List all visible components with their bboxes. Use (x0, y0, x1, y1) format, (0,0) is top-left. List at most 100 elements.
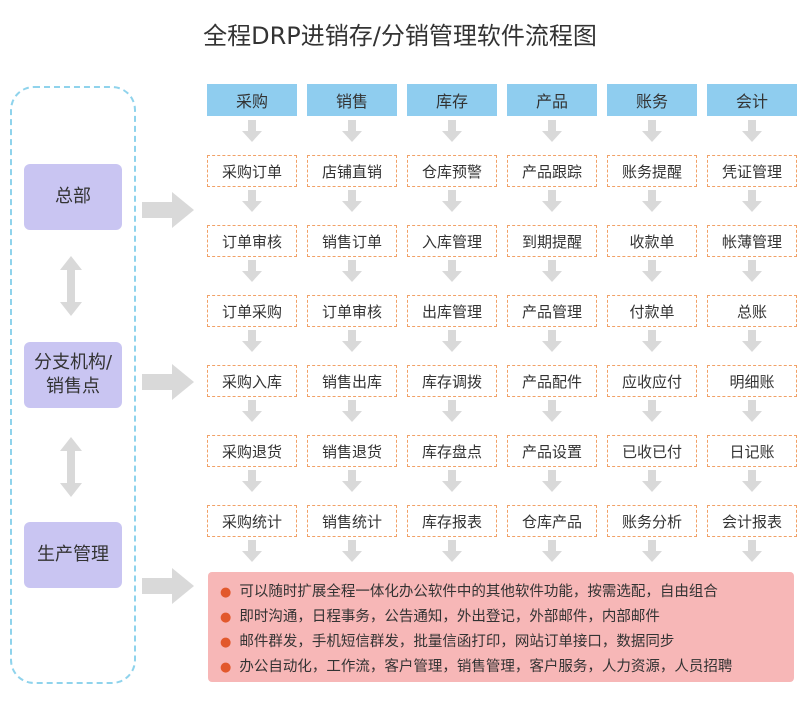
down-arrow-icon (242, 260, 262, 282)
column-header-inventory: 库存 (407, 84, 497, 116)
note-item: ● 邮件群发，手机短信群发，批量信函打印，网站订单接口，数据同步 (220, 630, 794, 655)
flow-step: 产品管理 (507, 295, 597, 327)
bullet-icon: ● (220, 635, 232, 650)
down-arrow-icon (242, 400, 262, 422)
down-arrow-icon (542, 540, 562, 562)
down-arrow-icon (642, 400, 662, 422)
flow-step: 帐薄管理 (707, 225, 797, 257)
down-arrow-icon (542, 190, 562, 212)
page-title: 全程DRP进销存/分销管理软件流程图 (203, 22, 597, 50)
column-header-product: 产品 (507, 84, 597, 116)
down-arrow-icon (542, 330, 562, 352)
down-arrow-icon (742, 260, 762, 282)
flow-step: 采购退货 (207, 435, 297, 467)
right-arrow-icon (142, 192, 194, 228)
bullet-icon: ● (220, 660, 232, 675)
flow-step: 账务分析 (607, 505, 697, 537)
double-arrow-icon (60, 437, 82, 497)
flow-step: 店铺直销 (307, 155, 397, 187)
flow-step: 库存调拨 (407, 365, 497, 397)
down-arrow-icon (742, 540, 762, 562)
flow-step: 订单审核 (207, 225, 297, 257)
down-arrow-icon (442, 400, 462, 422)
down-arrow-icon (242, 330, 262, 352)
double-arrow-icon (60, 256, 82, 316)
column-header-finance: 账务 (607, 84, 697, 116)
down-arrow-icon (342, 470, 362, 492)
down-arrow-icon (642, 540, 662, 562)
down-arrow-icon (442, 190, 462, 212)
down-arrow-icon (742, 330, 762, 352)
column-header-sales: 销售 (307, 84, 397, 116)
note-text: 可以随时扩展全程一体化办公软件中的其他软件功能，按需选配，自由组合 (239, 584, 718, 600)
down-arrow-icon (642, 260, 662, 282)
down-arrow-icon (642, 330, 662, 352)
flow-step: 库存报表 (407, 505, 497, 537)
note-text: 即时沟通，日程事务，公告通知，外出登记，外部邮件，内部邮件 (239, 609, 660, 625)
flow-step: 日记账 (707, 435, 797, 467)
down-arrow-icon (642, 190, 662, 212)
flow-step: 应收应付 (607, 365, 697, 397)
notes-list: ● 可以随时扩展全程一体化办公软件中的其他软件功能，按需选配，自由组合 ● 即时沟通… (220, 580, 794, 680)
down-arrow-icon (442, 470, 462, 492)
down-arrow-icon (542, 470, 562, 492)
down-arrow-icon (242, 120, 262, 142)
flow-step: 账务提醒 (607, 155, 697, 187)
org-frame (10, 86, 136, 684)
down-arrow-icon (342, 540, 362, 562)
note-item: ● 可以随时扩展全程一体化办公软件中的其他软件功能，按需选配，自由组合 (220, 580, 794, 605)
note-text: 邮件群发，手机短信群发，批量信函打印，网站订单接口，数据同步 (239, 634, 675, 650)
down-arrow-icon (442, 330, 462, 352)
down-arrow-icon (542, 400, 562, 422)
note-item: ● 即时沟通，日程事务，公告通知，外出登记，外部邮件，内部邮件 (220, 605, 794, 630)
flow-step: 仓库预警 (407, 155, 497, 187)
down-arrow-icon (442, 260, 462, 282)
down-arrow-icon (342, 400, 362, 422)
right-arrow-icon (142, 364, 194, 400)
flow-step: 总账 (707, 295, 797, 327)
down-arrow-icon (442, 120, 462, 142)
down-arrow-icon (642, 120, 662, 142)
flow-step: 销售出库 (307, 365, 397, 397)
down-arrow-icon (342, 190, 362, 212)
org-headquarters: 总部 (24, 164, 122, 230)
org-production: 生产管理 (24, 522, 122, 588)
column-header-accounting: 会计 (707, 84, 797, 116)
bullet-icon: ● (220, 585, 232, 600)
flow-step: 凭证管理 (707, 155, 797, 187)
down-arrow-icon (342, 260, 362, 282)
flow-step: 收款单 (607, 225, 697, 257)
flow-step: 订单采购 (207, 295, 297, 327)
org-branch: 分支机构/销售点 (24, 342, 122, 408)
flow-step: 采购订单 (207, 155, 297, 187)
note-item: ● 办公自动化，工作流，客户管理，销售管理，客户服务，人力资源，人员招聘 (220, 655, 794, 680)
flow-step: 仓库产品 (507, 505, 597, 537)
flow-step: 销售退货 (307, 435, 397, 467)
flow-step: 销售订单 (307, 225, 397, 257)
flow-step: 付款单 (607, 295, 697, 327)
flow-step: 订单审核 (307, 295, 397, 327)
note-text: 办公自动化，工作流，客户管理，销售管理，客户服务，人力资源，人员招聘 (239, 659, 733, 675)
flow-step: 产品设置 (507, 435, 597, 467)
down-arrow-icon (742, 400, 762, 422)
bullet-icon: ● (220, 610, 232, 625)
flow-step: 采购入库 (207, 365, 297, 397)
down-arrow-icon (242, 470, 262, 492)
notes-panel: ● 可以随时扩展全程一体化办公软件中的其他软件功能，按需选配，自由组合 ● 即时沟通… (208, 572, 794, 682)
down-arrow-icon (542, 120, 562, 142)
flow-step: 产品跟踪 (507, 155, 597, 187)
down-arrow-icon (542, 260, 562, 282)
flow-step: 出库管理 (407, 295, 497, 327)
down-arrow-icon (342, 120, 362, 142)
flow-step: 采购统计 (207, 505, 297, 537)
flow-step: 入库管理 (407, 225, 497, 257)
down-arrow-icon (742, 470, 762, 492)
column-header-purchase: 采购 (207, 84, 297, 116)
down-arrow-icon (242, 190, 262, 212)
flow-step: 产品配件 (507, 365, 597, 397)
flow-step: 库存盘点 (407, 435, 497, 467)
flow-step: 会计报表 (707, 505, 797, 537)
down-arrow-icon (342, 330, 362, 352)
flow-step: 销售统计 (307, 505, 397, 537)
down-arrow-icon (242, 540, 262, 562)
